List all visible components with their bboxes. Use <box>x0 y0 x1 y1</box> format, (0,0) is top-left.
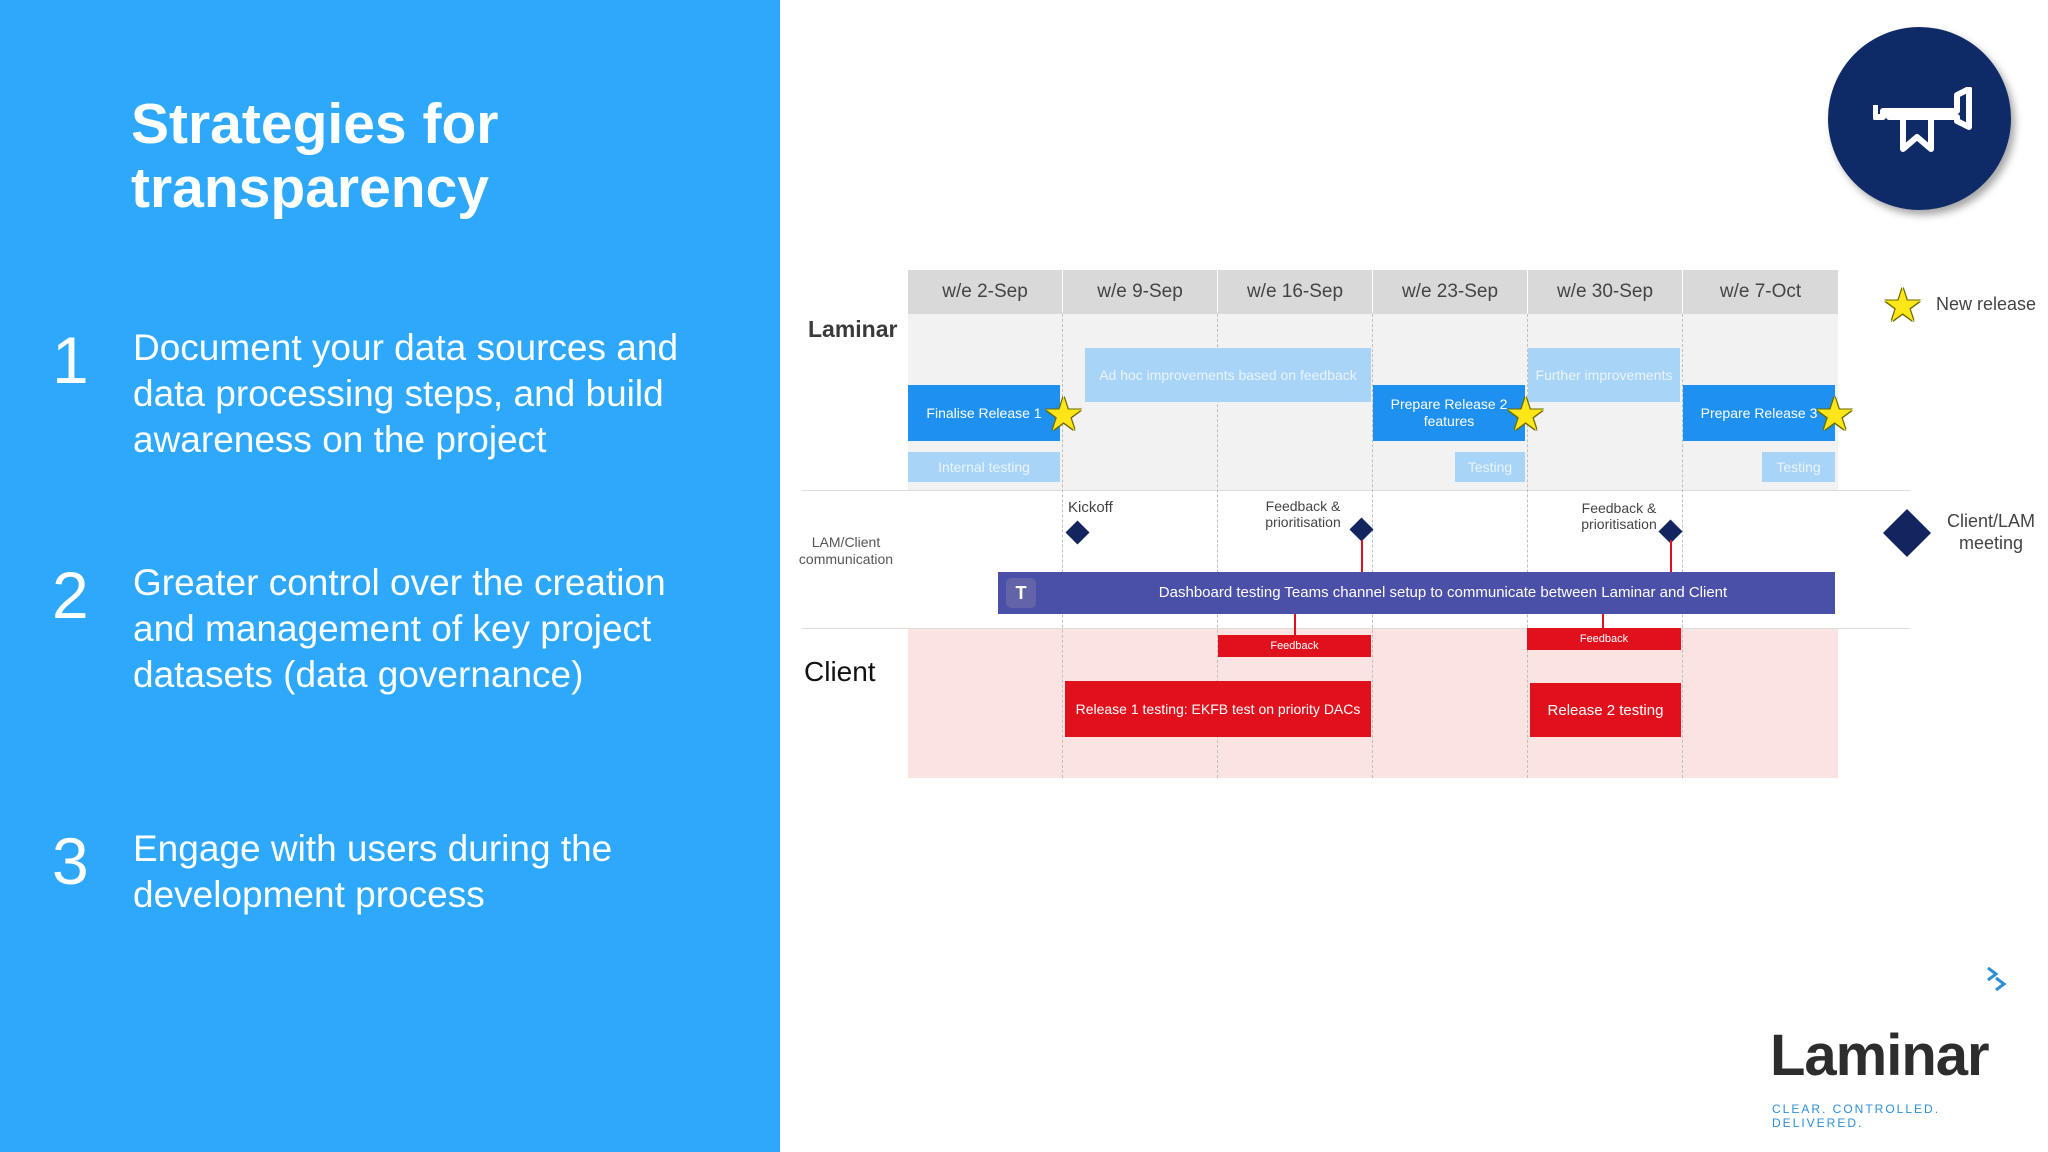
row-separator <box>802 490 1910 491</box>
task-further-improvements: Further improvements <box>1528 348 1680 402</box>
logo-tagline: CLEAR. CONTROLLED. DELIVERED. <box>1772 1102 1941 1130</box>
star-icon: ★ <box>1505 388 1547 440</box>
week-header: w/e 9-Sep <box>1063 270 1217 314</box>
feedback-prioritisation-label: Feedback & prioritisation <box>1581 500 1657 532</box>
week-header: w/e 16-Sep <box>1218 270 1372 314</box>
task-testing: Testing <box>1762 452 1835 482</box>
teams-channel-bar: T Dashboard testing Teams channel setup … <box>998 572 1835 614</box>
task-testing: Testing <box>1455 452 1525 482</box>
strategy-text: Document your data sources and data proc… <box>133 327 679 460</box>
week-header: w/e 2-Sep <box>908 270 1062 314</box>
column-divider <box>1217 314 1218 778</box>
teams-bar-label: Dashboard testing Teams channel setup to… <box>1158 584 1728 601</box>
feedback-prioritisation-label: Feedback & prioritisation <box>1265 498 1341 530</box>
column-divider <box>1062 314 1063 778</box>
project-timeline: w/e 2-Sep w/e 9-Sep w/e 16-Sep w/e 23-Se… <box>790 270 2048 790</box>
task-release-1-testing: Release 1 testing: EKFB test on priority… <box>1065 681 1371 737</box>
slide-title: Strategies for transparency <box>131 92 499 220</box>
feedback-connector <box>1294 610 1296 638</box>
chevron-icon <box>1987 966 2007 992</box>
task-prepare-release-3: Prepare Release 3 <box>1683 385 1835 441</box>
task-release-2-testing: Release 2 testing <box>1530 683 1681 737</box>
microsoft-teams-icon: T <box>1006 578 1036 608</box>
week-header: w/e 7-Oct <box>1683 270 1838 314</box>
diamond-icon <box>1349 517 1374 542</box>
strategy-number: 3 <box>52 824 89 898</box>
strategy-number: 1 <box>52 323 89 397</box>
task-prepare-release-2: Prepare Release 2 features <box>1373 385 1525 441</box>
logo-wordmark: Laminar <box>1770 1023 1990 1088</box>
star-icon: ★ <box>1043 388 1085 440</box>
legend-new-release: New release <box>1936 294 2037 314</box>
column-divider <box>1527 314 1528 778</box>
laminar-row-label: Laminar <box>808 316 898 342</box>
star-icon: ★ <box>1814 388 1856 440</box>
task-ad-hoc-improvements: Ad hoc improvements based on feedback <box>1085 348 1371 402</box>
strategy-number: 2 <box>52 558 89 632</box>
laminar-logo: Laminar CLEAR. CONTROLLED. DELIVERED. <box>1770 966 2007 1130</box>
column-divider <box>1372 314 1373 778</box>
week-header: w/e 30-Sep <box>1528 270 1682 314</box>
column-divider <box>1682 314 1683 778</box>
task-internal-testing: Internal testing <box>908 452 1060 482</box>
diamond-icon <box>1882 508 1932 558</box>
week-header: w/e 23-Sep <box>1373 270 1527 314</box>
star-icon: ★ <box>1882 279 1924 331</box>
left-panel: Strategies for transparency 1 Document y… <box>0 0 780 1152</box>
feedback-connector <box>1602 610 1604 632</box>
row-separator <box>802 628 1910 629</box>
client-row-label: Client <box>804 656 876 687</box>
client-feedback: Feedback <box>1218 635 1371 657</box>
lam-client-row-label: LAM/Client communication <box>798 534 894 567</box>
client-band <box>908 628 1838 778</box>
kickoff-label: Kickoff <box>1068 499 1113 516</box>
task-finalise-release-1: Finalise Release 1 <box>908 385 1060 441</box>
trumpet-icon <box>1873 87 1972 152</box>
strategy-text: Greater control over the creation and ma… <box>133 562 666 695</box>
strategy-text: Engage with users during the development… <box>133 828 613 915</box>
client-feedback: Feedback <box>1527 628 1681 650</box>
diamond-icon <box>1065 520 1090 545</box>
legend-meeting: Client/LAM meeting <box>1946 511 2036 553</box>
trumpet-badge <box>1828 27 2011 210</box>
